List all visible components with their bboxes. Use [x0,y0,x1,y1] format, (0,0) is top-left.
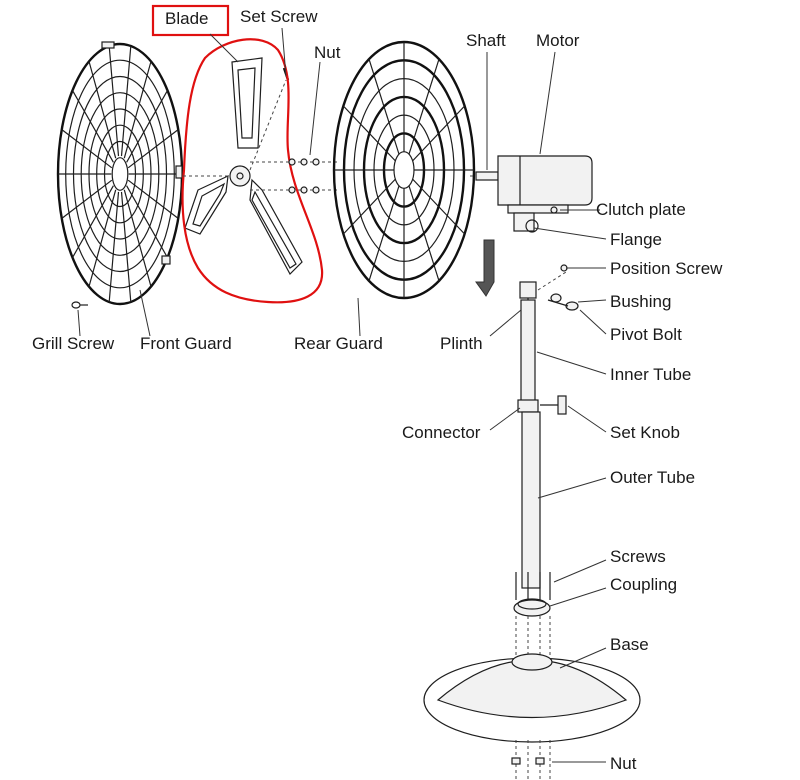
label-connector: Connector [402,423,481,442]
guard-spoke [368,58,400,155]
guard-spoke [412,178,466,235]
label-pivot-bolt: Pivot Bolt [610,325,682,344]
label-screws: Screws [610,547,666,566]
guard-spoke [61,129,113,169]
guard-spoke [61,179,113,219]
label-outer-tube: Outer Tube [610,468,695,487]
base-part [423,653,641,780]
guard-spoke [88,61,117,159]
guard-spoke [120,191,132,303]
label-front-guard: Front Guard [140,334,232,353]
label-nut-top: Nut [314,43,341,62]
guard-spoke [71,185,114,258]
label-rear-guard: Rear Guard [294,334,383,353]
guard-spoke [126,185,169,258]
blade-hardware [183,158,340,194]
guard-ring [111,157,129,191]
label-coupling: Coupling [610,575,677,594]
label-clutch-plate: Clutch plate [596,200,686,219]
guard-spoke [127,179,179,219]
label-set-screw: Set Screw [240,7,318,26]
guard-spoke [126,90,169,163]
rear-guard [332,40,476,300]
assembly-direction-arrow [475,239,495,297]
label-base: Base [610,635,649,654]
guard-spoke [408,185,440,282]
label-shaft: Shaft [466,31,506,50]
label-nut-bottom: Nut [610,754,637,773]
label-grill-screw: Grill Screw [32,334,115,353]
label-bushing: Bushing [610,292,671,311]
guard-spoke [342,178,396,235]
label-flange: Flange [610,230,662,249]
label-inner-tube: Inner Tube [610,365,691,384]
blade-part [184,57,303,275]
label-set-knob: Set Knob [610,423,680,442]
guard-spoke [412,105,466,162]
blade-label-box [151,4,230,37]
leader-lines [77,27,607,763]
guard-ring [393,151,415,189]
guard-spoke [123,189,152,287]
label-blade: Blade [165,9,208,28]
guard-spoke [108,45,120,157]
label-position-screw: Position Screw [610,259,723,278]
grill-screw-part [71,301,88,309]
guard-spoke [127,129,179,169]
guard-spoke [368,185,400,282]
guard-spoke [123,61,152,159]
pole-assembly [513,264,579,660]
guard-spoke [120,45,132,157]
guard-spoke [342,105,396,162]
part-labels: Blade Set Screw Nut Shaft Motor Clutch p… [32,7,723,773]
guard-spoke [71,90,114,163]
guard-spoke [88,189,117,287]
guard-spoke [408,58,440,155]
label-plinth: Plinth [440,334,483,353]
motor-part [470,155,593,233]
guard-spoke [108,191,120,303]
front-guard [56,41,184,306]
label-motor: Motor [536,31,580,50]
